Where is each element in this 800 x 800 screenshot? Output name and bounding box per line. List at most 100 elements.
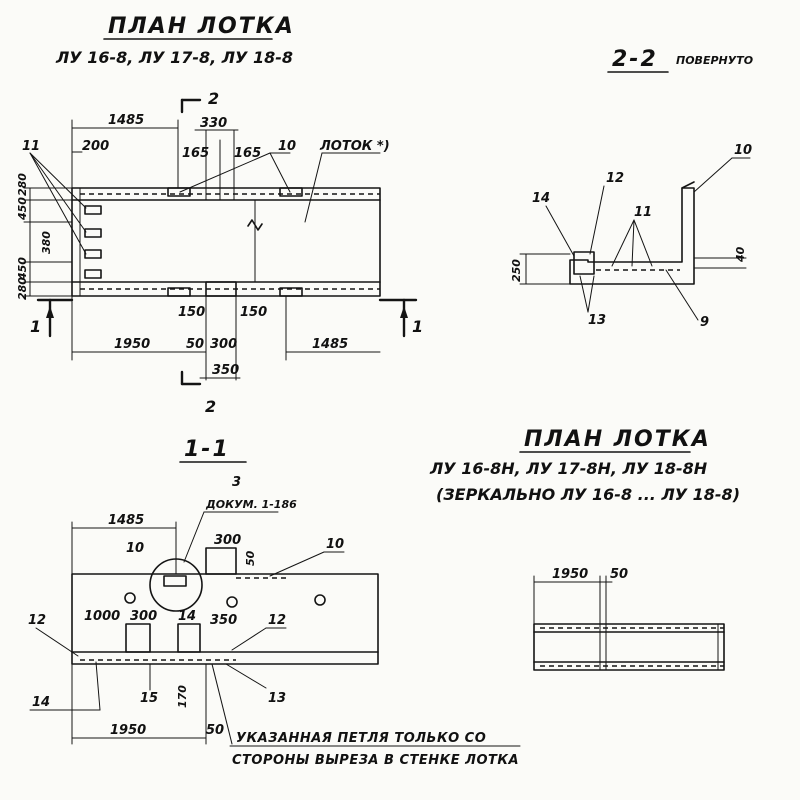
dim-1485: 1485 (108, 513, 144, 528)
cut-1-right-arrowhead (400, 306, 408, 318)
label-item12-right: 12 (268, 613, 286, 628)
label-item10: 10 (278, 139, 296, 154)
dim-1950-mirror: 1950 (552, 567, 588, 582)
section-2-2: 2-2 ПОВЕРНУТО 250 40 10 12 14 11 13 9 (510, 47, 753, 330)
plan-top-subtitle: ЛУ 16-8, ЛУ 17-8, ЛУ 18-8 (55, 48, 293, 67)
dim-450-top: 450 (16, 197, 29, 221)
leader-trough (304, 152, 323, 223)
dim-165-left: 165 (182, 146, 209, 161)
dim-380: 380 (40, 231, 53, 254)
leader-14 (95, 661, 101, 711)
dim-280-top: 280 (16, 173, 29, 196)
plan-top-title: ПЛАН ЛОТКА (108, 14, 295, 39)
label-item3: 3 (232, 475, 241, 490)
leader-item11 (29, 152, 87, 233)
section-2-2-suffix: ПОВЕРНУТО (676, 54, 753, 67)
dim-150-left: 150 (178, 305, 205, 320)
dim-250: 250 (510, 259, 523, 282)
leader-11 (611, 219, 635, 267)
lifting-hole-3 (314, 594, 326, 606)
dim-200: 200 (82, 139, 109, 154)
label-item14-bottom: 14 (32, 695, 50, 710)
section-1-1-loop-post (205, 547, 237, 575)
dim-350: 350 (210, 613, 237, 628)
dim-300-top: 300 (214, 533, 241, 548)
leader-item10 (179, 152, 271, 193)
dim-1950: 1950 (114, 337, 150, 352)
dim-50-mirror: 50 (610, 567, 628, 582)
dim-150-right: 150 (240, 305, 267, 320)
cut-label-1-left: 1 (30, 317, 41, 336)
label-item14-top: 14 (178, 609, 196, 624)
section-1-1: 1-1 1485 3 ДОКУМ. 1-186 10 300 50 10 100… (28, 437, 521, 768)
section-1-1-loop-detail (163, 575, 187, 587)
lifting-hole-1 (124, 592, 136, 604)
leader-doc (183, 511, 205, 563)
section-2-2-wall-top (681, 181, 695, 189)
dim-50-top: 50 (244, 550, 257, 566)
label-item12-left: 12 (28, 613, 46, 628)
plan-top-view: ПЛАН ЛОТКА ЛУ 16-8, ЛУ 17-8, ЛУ 18-8 148… (16, 14, 423, 416)
leader-14 (545, 205, 575, 257)
leader-13 (579, 275, 589, 313)
label-item13: 13 (268, 691, 286, 706)
leader-12-right (231, 627, 267, 651)
dim-1485-bottom: 1485 (312, 337, 348, 352)
dim-1485-top: 1485 (108, 113, 144, 128)
leader-item10 (269, 152, 291, 193)
leader-note (211, 663, 233, 745)
wall-cutout (205, 281, 237, 297)
section-1-1-notch (125, 623, 151, 653)
dim-50-bottom: 50 (206, 723, 224, 738)
leader-11 (633, 219, 653, 267)
lifting-hole-2 (226, 596, 238, 608)
section-2-2-label-12: 12 (606, 171, 624, 186)
leader-10 (693, 157, 733, 193)
plate-item11-2 (84, 228, 102, 238)
loop-item10-3 (167, 287, 191, 297)
dim-330: 330 (200, 116, 227, 131)
leader-13 (587, 275, 595, 313)
leader-item11 (29, 152, 87, 209)
loop-item10-4 (279, 287, 303, 297)
dim-170: 170 (176, 685, 189, 708)
trough-outline (71, 187, 381, 297)
section-2-2-label-11: 11 (634, 205, 652, 220)
section-2-2-label-13: 13 (588, 313, 606, 328)
note-line-2: СТОРОНЫ ВЫРЕЗА В СТЕНКЕ ЛОТКА (232, 753, 519, 768)
dim-300-mid: 300 (130, 609, 157, 624)
plate-item11-1 (84, 205, 102, 215)
cut-label-2-top: 2 (208, 89, 219, 108)
section-2-2-label-14: 14 (532, 191, 550, 206)
dim-450-bottom: 450 (16, 257, 29, 281)
label-item10-right: 10 (326, 537, 344, 552)
section-1-1-title: 1-1 (184, 437, 230, 462)
loop-item10-1 (167, 187, 191, 197)
mirror-outline (533, 623, 725, 671)
dim-165-right: 165 (234, 146, 261, 161)
note-line-1: УКАЗАННАЯ ПЕТЛЯ ТОЛЬКО СО (236, 731, 486, 746)
loop-item10-2 (279, 187, 303, 197)
cut-label-2-bottom: 2 (205, 397, 216, 416)
leader-10 (269, 551, 325, 577)
section-2-2-title: 2-2 (612, 47, 658, 72)
dim-1000: 1000 (84, 609, 120, 624)
label-doc: ДОКУМ. 1-186 (205, 498, 297, 511)
leader-9 (665, 269, 699, 321)
leader-item11 (29, 152, 87, 255)
dim-300: 300 (210, 337, 237, 352)
leader-13 (225, 663, 267, 689)
section-2-2-label-9: 9 (700, 315, 709, 330)
cut-1-left-arrowhead (46, 306, 54, 318)
dim-280-bottom: 280 (16, 277, 29, 300)
dim-40: 40 (734, 246, 747, 263)
label-trough: ЛОТОК *) (319, 139, 390, 154)
dim-350: 350 (212, 363, 239, 378)
plate-item11-3 (84, 249, 102, 259)
dim-1950: 1950 (110, 723, 146, 738)
leader-11 (631, 219, 635, 267)
label-item15: 15 (140, 691, 158, 706)
plan-mirror-title: ПЛАН ЛОТКА (524, 427, 711, 452)
plan-mirror-view: ПЛАН ЛОТКА ЛУ 16-8Н, ЛУ 17-8Н, ЛУ 18-8Н … (429, 427, 740, 671)
